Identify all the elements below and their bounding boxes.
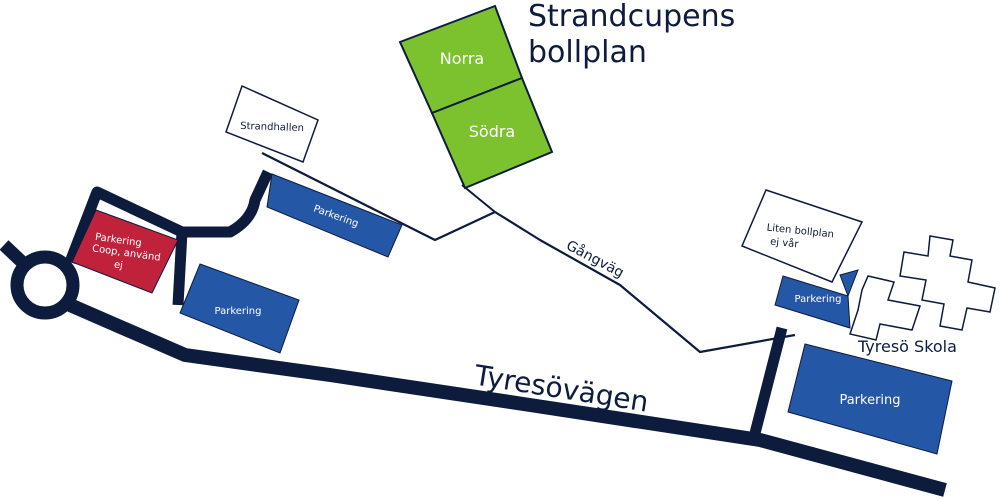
building-strandhallen [225,84,319,163]
parking-school-large [787,343,953,455]
title-line2: bollplan [528,35,647,70]
field-sodra-label: Södra [469,122,515,141]
access-road [64,169,273,306]
title-line1: Strandcupens [528,0,735,34]
building-liten-bollplan [741,189,864,283]
school-label: Tyresö Skola [857,337,957,356]
parking-coop-label-3: ej [113,259,123,271]
building-tyreso-skola [849,235,996,341]
roundabout [10,250,80,320]
parking-lower-left-label: Parkering [215,306,262,317]
parking-coop [71,209,179,294]
parking-school-large-label: Parkering [839,393,900,408]
building-liten-bollplan-label-2: ej vår [770,235,800,251]
field-path [461,184,496,213]
parking-school-small-label: Parkering [795,294,842,305]
parking-upper [266,173,403,258]
field-sodra [430,76,554,190]
main-road [67,298,947,497]
field-norra-label: Norra [440,49,484,68]
roundabout-west-arm [0,240,27,267]
football-fields: Norra Södra [398,4,554,190]
parking-school-small-wedge [839,269,859,298]
walking-path [261,152,796,354]
school-access-road [746,326,788,447]
building-strandhallen-label: Strandhallen [240,121,304,134]
parking-school-small [774,275,851,329]
parking-lower-left [179,263,300,354]
